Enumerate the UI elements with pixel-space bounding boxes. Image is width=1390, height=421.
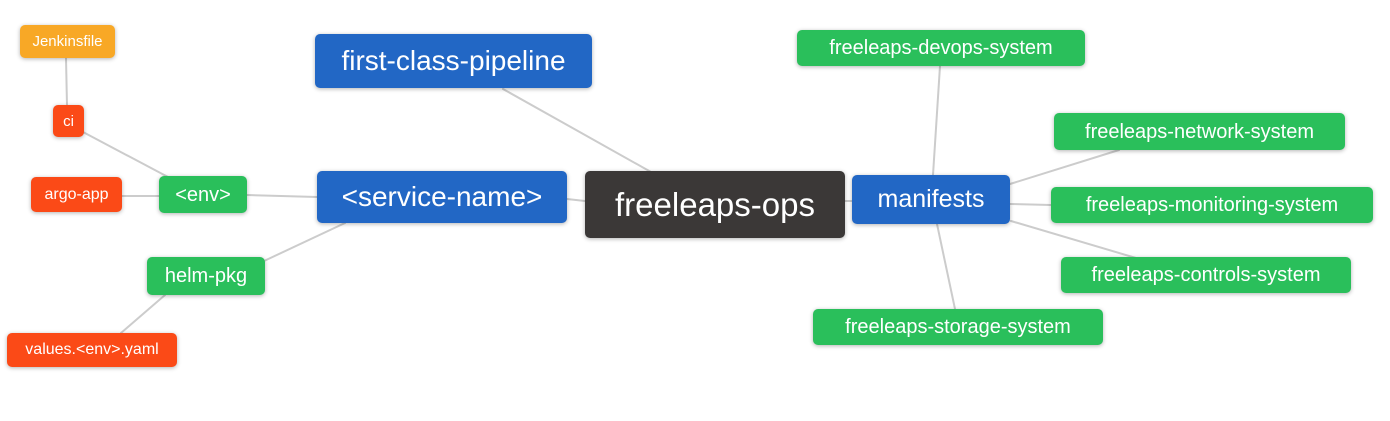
edge-ci-env (82, 131, 169, 178)
node-freeleaps-ops[interactable]: freeleaps-ops (585, 171, 845, 238)
edge-helm-pkg-values (120, 294, 166, 334)
edge-pipeline-ops (502, 88, 652, 173)
node-manifests[interactable]: manifests (852, 175, 1010, 224)
node-env[interactable]: <env> (159, 176, 247, 213)
node-argo-app[interactable]: argo-app (31, 177, 122, 212)
edge-service-name-helm-pkg (263, 222, 346, 262)
node-first-class-pipeline[interactable]: first-class-pipeline (315, 34, 592, 88)
node-jenkinsfile[interactable]: Jenkinsfile (20, 25, 115, 58)
node-network-system[interactable]: freeleaps-network-system (1054, 113, 1345, 150)
edge-manifests-monitoring (1009, 203, 1052, 206)
node-ci[interactable]: ci (53, 105, 84, 137)
edge-manifests-devops (932, 65, 941, 176)
node-devops-system[interactable]: freeleaps-devops-system (797, 30, 1085, 66)
edge-manifests-storage (936, 223, 956, 310)
node-helm-pkg[interactable]: helm-pkg (147, 257, 265, 295)
node-storage-system[interactable]: freeleaps-storage-system (813, 309, 1103, 345)
edge-manifests-controls (1010, 220, 1137, 259)
edge-env-service-name (246, 194, 318, 198)
node-values-env-yaml[interactable]: values.<env>.yaml (7, 333, 177, 367)
node-service-name[interactable]: <service-name> (317, 171, 567, 223)
node-monitoring-system[interactable]: freeleaps-monitoring-system (1051, 187, 1373, 223)
node-controls-system[interactable]: freeleaps-controls-system (1061, 257, 1351, 293)
edge-jenkinsfile-ci (65, 57, 68, 107)
edge-manifests-network (1009, 149, 1120, 185)
edge-service-name-ops (566, 198, 586, 202)
